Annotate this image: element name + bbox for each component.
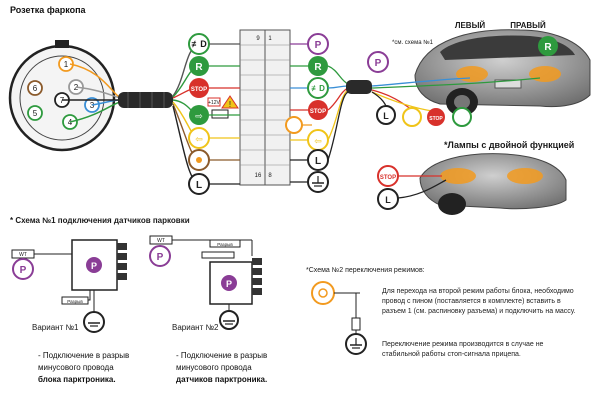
dual-lamps-label: *Лампы с двойной функцией <box>444 140 574 150</box>
warning-block: +12V ! <box>207 95 239 119</box>
svg-text:STOP: STOP <box>429 116 443 122</box>
break-label-1: Разрыв <box>67 299 83 304</box>
scheme2-title: *Схема №2 переключения режимов: <box>306 267 425 274</box>
left-label: ЛЕВЫЙ <box>455 21 486 30</box>
mode-switch-icon <box>285 116 303 134</box>
svg-text:P: P <box>20 265 27 276</box>
note1-line3: блока парктроника. <box>38 375 116 384</box>
pin-5 <box>27 105 43 121</box>
ground-v1-icon <box>83 311 105 333</box>
scheme1-title: * Схема №1 подключения датчиков парковки <box>10 216 190 225</box>
right-label: ПРАВЫЙ <box>510 21 546 30</box>
conn-num-8: 8 <box>268 173 272 179</box>
turn-right-icon <box>189 105 209 125</box>
tag-wt-2: WT <box>157 238 165 244</box>
cable-bundle-right <box>346 80 372 94</box>
warning-icon <box>221 95 239 109</box>
note2-line2: минусового провода <box>176 363 252 372</box>
note1-line1: - Подключение в разрыв <box>38 351 130 360</box>
car-rear-bottom <box>419 153 567 215</box>
svg-text:L: L <box>315 156 321 167</box>
pin-label-1: 1 <box>64 60 69 69</box>
svg-text:⇨: ⇨ <box>195 111 203 121</box>
right-fan-wires <box>327 65 349 161</box>
pin-6 <box>27 80 43 96</box>
right-tail-light <box>529 66 561 82</box>
turn-car-icon <box>402 107 422 127</box>
note2-line1: - Подключение в разрыв <box>176 351 268 360</box>
svg-text:STOP: STOP <box>191 87 207 93</box>
pin-label-5: 5 <box>33 109 38 118</box>
svg-text:L: L <box>196 180 202 191</box>
connector-block: 9 1 16 8 <box>239 29 291 186</box>
mode-switch-scheme2-icon <box>311 281 335 305</box>
svg-text:R: R <box>195 62 203 73</box>
block-left-wires <box>209 43 240 185</box>
svg-text:L: L <box>383 111 389 121</box>
parking-icon <box>307 33 329 55</box>
stop-icon <box>189 78 209 98</box>
car-rear-top <box>414 29 591 116</box>
stop-car-icon <box>427 108 445 126</box>
cable-bundle-left <box>62 63 173 123</box>
parking-v2-icon <box>149 245 171 267</box>
reverse-right-icon <box>308 56 328 76</box>
stop-right-icon <box>308 100 328 120</box>
svg-text:R: R <box>314 62 322 73</box>
svg-text:STOP: STOP <box>380 175 396 181</box>
svg-text:!: ! <box>229 100 231 109</box>
variant2-label: Вариант №2 <box>172 323 219 332</box>
left-tail-light <box>456 66 488 82</box>
variant1-label: Вариант №1 <box>32 323 79 332</box>
trailer-socket: 1 2 3 4 5 6 7 <box>8 40 116 152</box>
stop-dual-icon <box>377 165 399 187</box>
fog-car-icon <box>452 107 472 127</box>
conn-num-16: 16 <box>255 173 262 179</box>
svg-text:P: P <box>375 58 382 69</box>
scheme2-text2: Переключение режима производится в случа… <box>382 341 544 358</box>
light-dual-icon <box>377 188 399 210</box>
pin-label-6: 6 <box>33 84 38 93</box>
socket-title: Розетка фаркопа <box>10 5 86 15</box>
light-car-icon <box>376 105 396 125</box>
parking-ref-icon <box>367 51 389 73</box>
tag-wt-1: WT <box>19 252 27 258</box>
break-label-2: Разрыв <box>217 242 233 247</box>
svg-text:≢D: ≢D <box>311 84 325 93</box>
socket-key <box>55 40 69 48</box>
note2-line3: датчиков парктроника. <box>176 375 268 384</box>
note1-line2: минусового провода <box>38 363 114 372</box>
conn-num-9: 9 <box>256 36 260 42</box>
svg-text:P: P <box>91 261 97 271</box>
svg-text:≢D: ≢D <box>191 39 207 49</box>
reverse-car-icon <box>538 36 558 56</box>
svg-text:STOP: STOP <box>310 109 326 115</box>
svg-text:P: P <box>226 279 232 289</box>
variant-2: WT P Разрыв P Вариант №2 <box>149 235 262 332</box>
parking-v1-icon <box>12 258 34 280</box>
scheme1-ref: *см. схема №1 <box>392 39 434 46</box>
svg-text:L: L <box>385 195 391 205</box>
reverse-icon <box>189 56 209 76</box>
ground-v2-icon <box>219 310 239 330</box>
scheme2-diagram <box>311 281 367 355</box>
svg-text:P: P <box>157 252 164 263</box>
conn-num-1: 1 <box>268 36 272 42</box>
svg-text:P: P <box>315 40 322 51</box>
variant-1: WT P P Разрыв Вариант №1 <box>11 239 127 333</box>
scheme2-text1: Для перехода на второй режим работы блок… <box>382 288 576 315</box>
svg-text:R: R <box>544 42 552 53</box>
svg-text:⇦: ⇦ <box>195 134 203 144</box>
plus12-label: +12V <box>208 100 220 106</box>
svg-text:⇦: ⇦ <box>314 136 322 146</box>
right-icons: P R ≢D STOP ⇦ L <box>285 33 329 193</box>
left-icons: ≢D R STOP ⇨ ⇦ L <box>188 33 210 195</box>
